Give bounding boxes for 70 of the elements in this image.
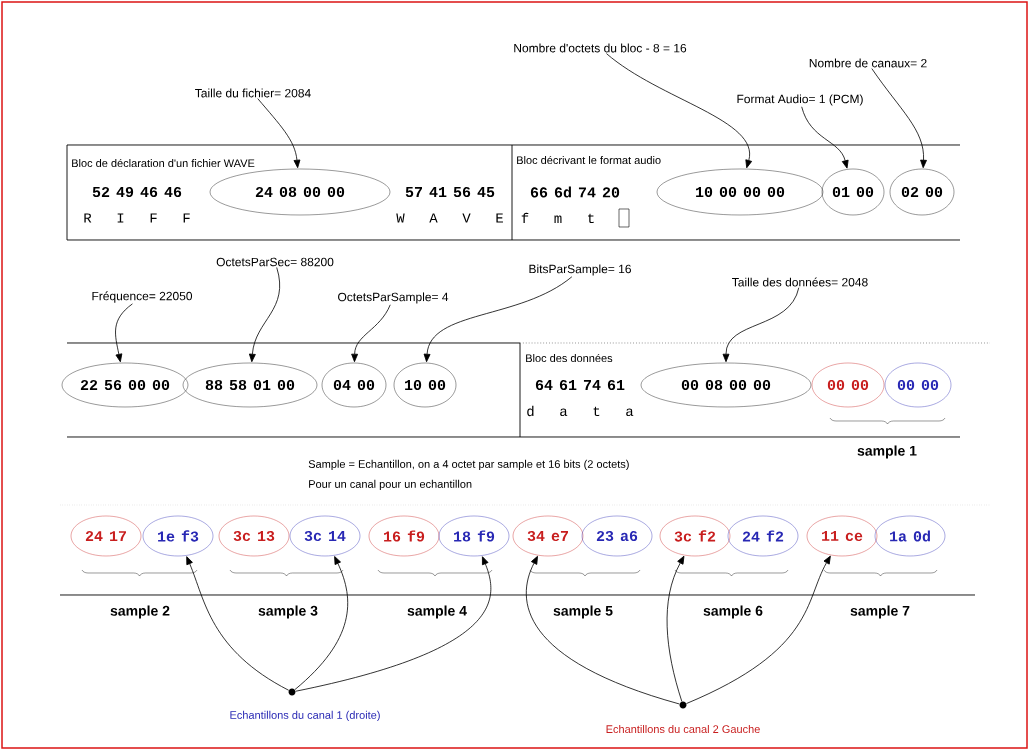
annotation-text: Taille du fichier= 2084	[195, 88, 311, 98]
byte-oval: 22 56 00 00	[61, 362, 189, 408]
byte-oval: 11 ce	[806, 515, 878, 557]
curved-arrow	[351, 304, 391, 363]
byte-oval: 1a 0d	[874, 515, 946, 557]
hex-bytes: 57 41 56 45	[405, 186, 495, 198]
byte-oval: 1e f3	[142, 515, 214, 557]
byte-oval: 3c 13	[218, 515, 290, 557]
ascii-letters: f m t	[521, 212, 594, 224]
ascii-letters: d a t a	[527, 405, 634, 417]
hex-bytes: 64 61 74 61	[535, 379, 625, 391]
byte-oval: 04 00	[321, 362, 387, 408]
curved-arrow	[871, 68, 927, 169]
sample-label: sample 5	[553, 605, 613, 619]
curved-arrow	[295, 556, 491, 692]
curved-arrow	[423, 276, 573, 363]
ascii-letters: W A V E	[396, 213, 503, 223]
block-heading: Bloc décrivant le format audio	[517, 155, 661, 165]
hex-bytes: 52 49 46 46	[92, 186, 182, 198]
byte-oval: 23 a6	[581, 515, 653, 557]
annotation-text: Fréquence= 22050	[92, 291, 193, 303]
byte-oval: 3c 14	[289, 515, 361, 557]
block-heading: Bloc des données	[526, 353, 613, 363]
note-text: Pour un canal pour un echantillon	[309, 479, 472, 491]
ascii-letters: R I F F	[84, 213, 190, 223]
hex-bytes: 66 6d 74 20	[530, 186, 620, 198]
annotation-text: Taille des données= 2048	[732, 277, 868, 287]
byte-oval: 00 00	[884, 362, 952, 408]
byte-oval: 24 f2	[727, 515, 799, 557]
sample-label: sample 4	[407, 605, 467, 619]
byte-oval: 3c f2	[659, 515, 731, 557]
annotation-text: OctetsParSec= 88200	[216, 257, 334, 267]
sample-label: sample 3	[258, 605, 318, 619]
curved-arrow	[294, 556, 349, 691]
curved-arrow	[666, 555, 685, 702]
sample-label: sample 6	[703, 605, 763, 619]
curved-arrow	[722, 287, 800, 363]
block-frame	[66, 342, 521, 438]
annotation-text: Nombre d'octets du bloc - 8 = 16	[514, 43, 687, 53]
byte-oval: 18 f9	[438, 515, 510, 557]
curved-arrow	[115, 303, 133, 363]
block-heading: Bloc de déclaration d'un fichier WAVE	[72, 158, 255, 168]
curved-arrow	[525, 555, 680, 705]
byte-oval: 01 00	[821, 168, 885, 216]
byte-oval: 88 58 01 00	[182, 362, 318, 408]
sample-label: sample 7	[850, 605, 910, 619]
byte-oval: 00 08 00 00	[640, 362, 812, 408]
byte-oval: 02 00	[889, 168, 955, 216]
byte-oval: 16 f9	[368, 515, 440, 557]
annotation-text: Nombre de canaux= 2	[809, 58, 927, 68]
byte-oval: 00 00	[811, 362, 885, 408]
byte-oval: 10 00 00 00	[656, 168, 824, 216]
channel-caption: Echantillons du canal 2 Gauche	[606, 724, 760, 734]
annotation-text: OctetsParSample= 4	[338, 292, 449, 304]
curved-arrow	[801, 106, 849, 169]
byte-oval: 24 08 00 00	[209, 168, 391, 216]
annotation-text: BitsParSample= 16	[529, 264, 631, 276]
channel-caption: Echantillons du canal 1 (droite)	[230, 710, 380, 722]
curved-arrow	[257, 98, 301, 169]
curved-arrow	[686, 555, 831, 704]
byte-oval: 24 17	[70, 515, 142, 557]
byte-oval: 10 00	[393, 362, 457, 408]
curved-arrow	[606, 53, 753, 169]
curved-arrow	[248, 267, 281, 363]
note-text: Sample = Echantillon, on a 4 octet par sample et 16 bits (2 octets)	[308, 459, 629, 471]
annotation-text: Format Audio= 1 (PCM)	[737, 94, 863, 106]
curved-arrow	[186, 556, 290, 691]
sample-label: sample 1	[857, 445, 917, 459]
sample-label: sample 2	[110, 605, 170, 619]
byte-oval: 34 e7	[512, 515, 584, 557]
